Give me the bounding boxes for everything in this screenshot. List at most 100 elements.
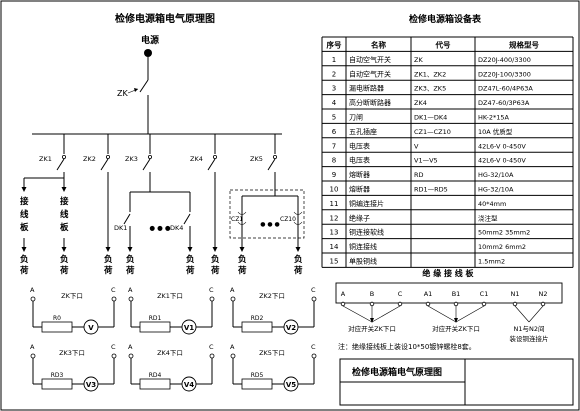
terminal-label: A1 <box>424 290 433 298</box>
terminal-board <box>335 282 563 304</box>
table-cell-spec: HG-32/10A <box>478 171 514 179</box>
socket-icon <box>237 221 247 225</box>
table-header-cell: 规格型号 <box>509 40 539 50</box>
phase-c-label: C <box>311 286 316 294</box>
left-title: 检修电源箱电气原理图 <box>115 12 215 25</box>
arrow-icon <box>105 247 111 252</box>
phase-a-label: A <box>128 286 133 294</box>
table-header-cell: 序号 <box>327 40 342 50</box>
board-char: 线 <box>20 209 29 220</box>
branch-zk1-blade <box>56 158 65 171</box>
branch-zk2-blade <box>100 158 109 171</box>
terminal-label: N2 <box>539 290 548 298</box>
table-cell-index: 4 <box>332 99 337 107</box>
voltmeter-label: V2 <box>286 324 296 332</box>
meter-caption: ZK1下口 <box>157 292 183 300</box>
terminal-caption: 对应开关ZK下口 <box>348 324 396 333</box>
table-cell-index: 1 <box>332 56 336 64</box>
table-cell-index: 10 <box>330 186 339 194</box>
table-cell-name: 电压表 <box>349 141 370 150</box>
phase-a-label: A <box>30 286 35 294</box>
table-cell-name: 单股铜线 <box>349 257 377 266</box>
table-cell-index: 13 <box>330 229 339 237</box>
main-switch-label: ZK <box>117 89 128 98</box>
board-char: 接 <box>60 196 69 207</box>
terminal-label: B1 <box>452 290 461 298</box>
board-char: 板 <box>20 222 29 233</box>
branch-zk3-label: ZK3 <box>125 155 138 163</box>
cz-left-label: CZ1 <box>231 216 243 223</box>
table-cell-spec: 1.5mm2 <box>478 258 505 266</box>
fuse-label: RD1 <box>149 315 162 322</box>
branch-zk4-blade <box>207 158 216 171</box>
table-cell-spec: DZ20J-400/3300 <box>478 56 531 64</box>
load-char: 荷 <box>237 265 247 276</box>
table-header-cell: 名称 <box>371 40 386 50</box>
table-cell-index: 8 <box>332 157 336 165</box>
table-cell-code: V <box>414 142 419 150</box>
table-cell-spec: 40*4mm <box>478 200 506 208</box>
table-cell-spec: HG-32/10A <box>478 186 514 194</box>
table-cell-index: 11 <box>330 200 339 208</box>
branch-zk1-label: ZK1 <box>39 155 52 163</box>
load-char: 荷 <box>210 265 220 276</box>
table-cell-spec: DZ47-60/3P63A <box>478 99 530 107</box>
fuse-icon <box>139 321 171 333</box>
load-char: 负 <box>126 254 135 265</box>
phase-c-label: C <box>209 343 214 351</box>
meter-caption: ZK4下口 <box>157 349 183 357</box>
phase-a-label: A <box>230 343 235 351</box>
source-label: 电源 <box>141 34 159 46</box>
table-header-cell: 代号 <box>435 40 451 50</box>
table-cell-name: 熔断器 <box>349 170 370 179</box>
terminal-label: C1 <box>480 290 489 298</box>
table-cell-code: ZK4 <box>414 99 427 107</box>
table-cell-name: 铜连接线 <box>349 242 377 251</box>
table-cell-index: 15 <box>330 258 339 266</box>
terminal-note: 注：绝缘接线板上装设10*50镀锌螺栓8套。 <box>338 342 476 351</box>
table-cell-index: 14 <box>330 243 339 251</box>
table-cell-name: 高分断断路器 <box>349 98 391 107</box>
table-cell-spec: DZ20J-100/3300 <box>478 70 531 78</box>
terminal-caption: N1与N2间 <box>514 325 545 333</box>
table-cell-name: 铜连接软线 <box>349 228 384 237</box>
branch-zk4-label: ZK4 <box>190 155 203 163</box>
table-cell-index: 6 <box>332 128 337 136</box>
socket-icon <box>293 211 303 215</box>
table-cell-code: CZ1—CZ10 <box>414 128 451 136</box>
socket-icon <box>237 211 247 215</box>
fuse-label: RD3 <box>51 372 64 379</box>
voltmeter-label: V4 <box>184 381 194 389</box>
cz-dots: ● ● ● <box>260 221 280 228</box>
phase-c-label: C <box>209 286 214 294</box>
load-char: 负 <box>238 254 247 265</box>
table-cell-code: ZK1、ZK2 <box>414 70 446 78</box>
terminal-caption: 装设铜连接片 <box>510 334 549 343</box>
arrow-icon <box>212 247 218 252</box>
load-char: 负 <box>186 254 195 265</box>
table-cell-index: 2 <box>332 70 336 78</box>
fuse-icon <box>241 378 273 390</box>
load-char: 荷 <box>59 265 69 276</box>
voltmeter-label: V5 <box>286 381 296 389</box>
terminal-label: A <box>341 290 346 298</box>
board-char: 板 <box>60 222 69 233</box>
main-switch-blade <box>139 79 149 93</box>
fuse-label: RD2 <box>251 315 264 322</box>
table-cell-code: RD <box>414 171 424 179</box>
table-cell-index: 3 <box>332 85 336 93</box>
phase-a-label: A <box>30 343 35 351</box>
arrow-icon <box>61 187 67 192</box>
table-cell-name: 刀闸 <box>349 114 363 122</box>
table-cell-index: 12 <box>330 214 339 222</box>
table-cell-index: 7 <box>332 142 336 150</box>
table-cell-name: 漏电断路器 <box>349 84 384 93</box>
phase-a-label: A <box>230 286 235 294</box>
phase-c-label: C <box>111 343 116 351</box>
table-cell-spec: 42L6-V 0-450V <box>478 142 526 150</box>
table-cell-name: 熔断器 <box>349 185 370 194</box>
arrow-icon <box>127 247 133 252</box>
load-char: 负 <box>60 254 69 265</box>
table-cell-code: RD1—RD5 <box>414 186 448 194</box>
